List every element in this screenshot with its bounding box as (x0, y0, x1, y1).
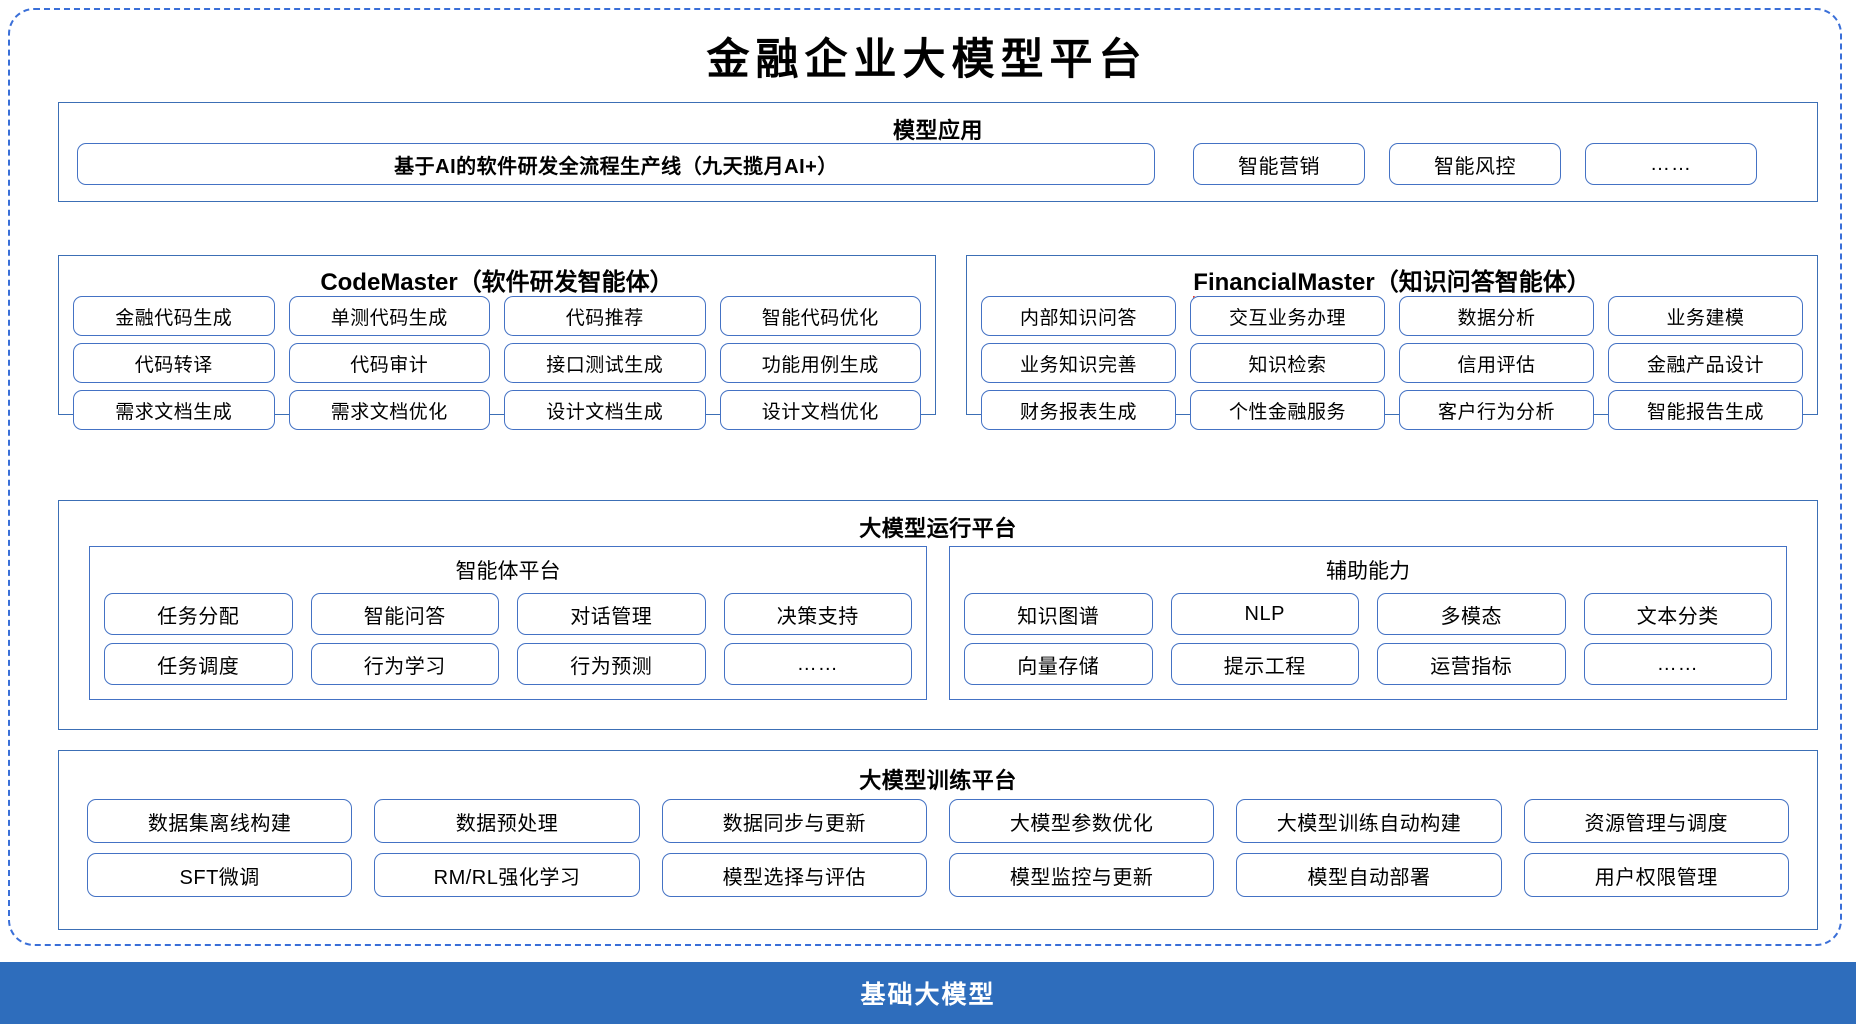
training-item-model-selection-eval[interactable]: 模型选择与评估 (661, 853, 927, 897)
training-item-model-param-optimization[interactable]: 大模型参数优化 (948, 799, 1215, 843)
financialmaster-item-internal-knowledge-qa[interactable]: 内部知识问答 (981, 296, 1176, 336)
codemaster-item-code-translate[interactable]: 代码转译 (73, 343, 275, 383)
runtime-group-title-agent-platform: 智能体平台 (455, 560, 561, 583)
training-item-rm-rl[interactable]: RM/RL强化学习 (374, 853, 640, 897)
training-row-1: 数据集离线构建 数据预处理 数据同步与更新 大模型参数优化 大模型训练自动构建 … (87, 799, 1789, 843)
supporting-item-text-classification[interactable]: 文本分类 (1583, 593, 1772, 635)
base-model-label: 基础大模型 (860, 981, 996, 1009)
training-row-2: SFT微调 RM/RL强化学习 模型选择与评估 模型监控与更新 模型自动部署 用… (87, 853, 1789, 897)
financialmaster-item-data-analysis[interactable]: 数据分析 (1399, 296, 1594, 336)
supporting-item-vector-store[interactable]: 向量存储 (964, 643, 1153, 685)
codemaster-row-3: 需求文档生成 需求文档优化 设计文档生成 设计文档优化 (73, 390, 921, 430)
agent-name-latin-codemaster: CodeMaster (320, 269, 459, 300)
codemaster-item-code-recommend[interactable]: 代码推荐 (504, 296, 706, 336)
agent-platform-item-task-scheduling[interactable]: 任务调度 (104, 643, 293, 685)
supporting-item-nlp[interactable]: NLP (1170, 593, 1359, 635)
supporting-capabilities-row-2: 向量存储 提示工程 运营指标 …… (964, 643, 1772, 685)
codemaster-item-requirement-doc-optimize[interactable]: 需求文档优化 (288, 390, 490, 430)
training-platform-grid: 数据集离线构建 数据预处理 数据同步与更新 大模型参数优化 大模型训练自动构建 … (87, 799, 1789, 897)
codemaster-row-1: 金融代码生成 单测代码生成 代码推荐 智能代码优化 (73, 296, 921, 336)
codemaster-item-design-doc-optimize[interactable]: 设计文档优化 (719, 390, 921, 430)
training-item-resource-management[interactable]: 资源管理与调度 (1523, 799, 1789, 843)
agent-platform-item-behavior-learning[interactable]: 行为学习 (310, 643, 499, 685)
financialmaster-row-1: 内部知识问答 交互业务办理 数据分析 业务建模 (981, 296, 1803, 336)
runtime-group-title-supporting-capabilities: 辅助能力 (1326, 560, 1410, 583)
section-title-training-platform: 大模型训练平台 (859, 768, 1017, 793)
page-title: 金融企业大模型平台 (706, 37, 1148, 84)
codemaster-item-finance-code-gen[interactable]: 金融代码生成 (73, 296, 275, 336)
training-item-model-auto-deploy[interactable]: 模型自动部署 (1236, 853, 1502, 897)
supporting-item-multimodal[interactable]: 多模态 (1377, 593, 1566, 635)
agent-title-codemaster: CodeMaster（软件研发智能体） (59, 262, 935, 300)
financialmaster-item-business-knowledge-refine[interactable]: 业务知识完善 (981, 343, 1176, 383)
supporting-capabilities-grid: 知识图谱 NLP 多模态 文本分类 向量存储 提示工程 运营指标 …… (964, 593, 1772, 685)
codemaster-item-smart-code-optimize[interactable]: 智能代码优化 (719, 296, 921, 336)
financialmaster-item-smart-report-gen[interactable]: 智能报告生成 (1608, 390, 1803, 430)
codemaster-item-unit-test-code-gen[interactable]: 单测代码生成 (288, 296, 490, 336)
agent-platform-row-1: 任务分配 智能问答 对话管理 决策支持 (104, 593, 912, 635)
financialmaster-capability-grid: 内部知识问答 交互业务办理 数据分析 业务建模 业务知识完善 知识检索 信用评估… (981, 296, 1803, 430)
section-model-applications: 模型应用 基于AI的软件研发全流程生产线（九天揽月AI+） 智能营销 智能风控 … (58, 102, 1818, 202)
supporting-item-more[interactable]: …… (1583, 643, 1772, 685)
training-item-auto-training-build[interactable]: 大模型训练自动构建 (1236, 799, 1502, 843)
codemaster-capability-grid: 金融代码生成 单测代码生成 代码推荐 智能代码优化 代码转译 代码审计 接口测试… (73, 296, 921, 430)
training-item-dataset-offline-build[interactable]: 数据集离线构建 (87, 799, 353, 843)
application-item-smart-marketing[interactable]: 智能营销 (1193, 143, 1365, 185)
training-item-data-sync-update[interactable]: 数据同步与更新 (661, 799, 927, 843)
supporting-capabilities-row-1: 知识图谱 NLP 多模态 文本分类 (964, 593, 1772, 635)
codemaster-item-feature-case-gen[interactable]: 功能用例生成 (719, 343, 921, 383)
financialmaster-item-knowledge-retrieval[interactable]: 知识检索 (1190, 343, 1385, 383)
agent-name-latin-financialmaster: FinancialMaster (1193, 269, 1376, 300)
financialmaster-row-3: 财务报表生成 个性金融服务 客户行为分析 智能报告生成 (981, 390, 1803, 430)
supporting-item-prompt-engineering[interactable]: 提示工程 (1170, 643, 1359, 685)
supporting-item-operation-metrics[interactable]: 运营指标 (1377, 643, 1566, 685)
section-training-platform: 大模型训练平台 数据集离线构建 数据预处理 数据同步与更新 大模型参数优化 大模… (58, 750, 1818, 930)
training-item-data-preprocessing[interactable]: 数据预处理 (374, 799, 640, 843)
codemaster-item-requirement-doc-gen[interactable]: 需求文档生成 (73, 390, 275, 430)
base-model-bar: 基础大模型 (0, 962, 1856, 1024)
agent-platform-item-smart-qa[interactable]: 智能问答 (310, 593, 499, 635)
section-title-runtime-platform: 大模型运行平台 (859, 516, 1017, 541)
agent-platform-item-behavior-prediction[interactable]: 行为预测 (517, 643, 706, 685)
runtime-group-supporting-capabilities: 辅助能力 知识图谱 NLP 多模态 文本分类 向量存储 提示工程 运营指标 (949, 546, 1787, 700)
agent-platform-item-decision-support[interactable]: 决策支持 (723, 593, 912, 635)
agent-platform-grid: 任务分配 智能问答 对话管理 决策支持 任务调度 行为学习 行为预测 …… (104, 593, 912, 685)
runtime-groups: 智能体平台 任务分配 智能问答 对话管理 决策支持 任务调度 行为学习 行为预测 (89, 546, 1787, 700)
agent-name-cn-codemaster: （软件研发智能体） (457, 269, 674, 296)
financialmaster-item-financial-report-gen[interactable]: 财务报表生成 (981, 390, 1176, 430)
financialmaster-item-credit-assessment[interactable]: 信用评估 (1399, 343, 1594, 383)
supporting-item-knowledge-graph[interactable]: 知识图谱 (964, 593, 1153, 635)
outer-dashed-frame: 金融企业大模型平台 模型应用 基于AI的软件研发全流程生产线（九天揽月AI+） … (8, 8, 1842, 946)
application-item-ai-pipeline[interactable]: 基于AI的软件研发全流程生产线（九天揽月AI+） (77, 143, 1155, 185)
codemaster-item-design-doc-gen[interactable]: 设计文档生成 (504, 390, 706, 430)
agent-name-cn-financialmaster: （知识问答智能体） (1374, 269, 1591, 296)
training-item-user-permission[interactable]: 用户权限管理 (1523, 853, 1789, 897)
financialmaster-item-personalized-service[interactable]: 个性金融服务 (1190, 390, 1385, 430)
codemaster-item-api-test-gen[interactable]: 接口测试生成 (504, 343, 706, 383)
agent-platform-item-dialog-management[interactable]: 对话管理 (517, 593, 706, 635)
financialmaster-item-business-modeling[interactable]: 业务建模 (1608, 296, 1803, 336)
application-item-more[interactable]: …… (1585, 143, 1757, 185)
section-financialmaster-agent: FinancialMaster（知识问答智能体） 内部知识问答 交互业务办理 数… (966, 255, 1818, 430)
section-title-model-applications: 模型应用 (892, 118, 983, 143)
application-item-smart-risk-control[interactable]: 智能风控 (1389, 143, 1561, 185)
financialmaster-row-2: 业务知识完善 知识检索 信用评估 金融产品设计 (981, 343, 1803, 383)
financialmaster-item-financial-product-design[interactable]: 金融产品设计 (1608, 343, 1803, 383)
codemaster-row-2: 代码转译 代码审计 接口测试生成 功能用例生成 (73, 343, 921, 383)
financialmaster-item-customer-behavior-analysis[interactable]: 客户行为分析 (1399, 390, 1594, 430)
agent-platform-item-task-allocation[interactable]: 任务分配 (104, 593, 293, 635)
agent-title-financialmaster: FinancialMaster（知识问答智能体） (967, 262, 1817, 300)
agent-platform-row-2: 任务调度 行为学习 行为预测 …… (104, 643, 912, 685)
financialmaster-item-interactive-business[interactable]: 交互业务办理 (1190, 296, 1385, 336)
training-item-sft-finetune[interactable]: SFT微调 (87, 853, 353, 897)
codemaster-item-code-audit[interactable]: 代码审计 (288, 343, 490, 383)
section-codemaster-agent: CodeMaster（软件研发智能体） 金融代码生成 单测代码生成 代码推荐 智… (58, 255, 936, 430)
runtime-group-agent-platform: 智能体平台 任务分配 智能问答 对话管理 决策支持 任务调度 行为学习 行为预测 (89, 546, 927, 700)
agent-platform-item-more[interactable]: …… (723, 643, 912, 685)
section-runtime-platform: 大模型运行平台 智能体平台 任务分配 智能问答 对话管理 决策支持 任务调度 (58, 500, 1818, 730)
training-item-model-monitor-update[interactable]: 模型监控与更新 (948, 853, 1215, 897)
model-applications-row: 基于AI的软件研发全流程生产线（九天揽月AI+） 智能营销 智能风控 …… (77, 143, 1801, 185)
